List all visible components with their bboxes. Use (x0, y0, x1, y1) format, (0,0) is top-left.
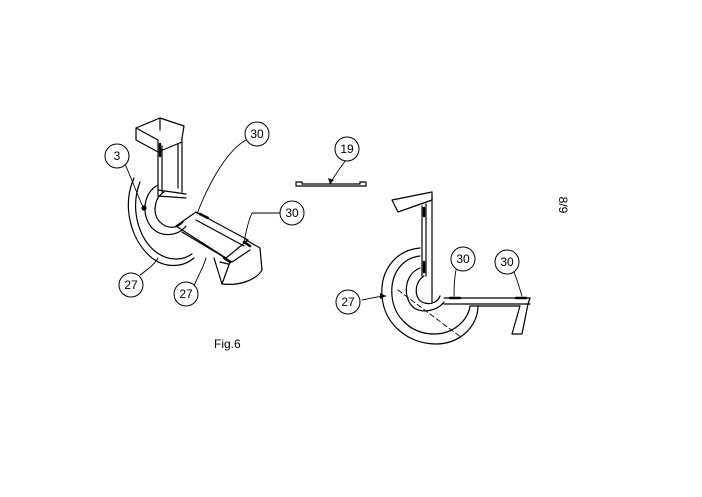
callout-3 (104, 143, 130, 169)
callout-30-right-a (450, 246, 476, 272)
callout-19 (334, 136, 360, 162)
middle-flat-part (295, 181, 367, 187)
callout-30-left-side (279, 200, 305, 226)
callout-label: 27 (341, 295, 355, 309)
callout-label: 30 (456, 252, 470, 266)
callout-label: 19 (340, 142, 354, 156)
callout-label: 30 (500, 255, 514, 269)
callout-30-right-b (494, 249, 520, 275)
callout-label: 30 (250, 127, 264, 141)
callout-27-left-a (118, 272, 144, 298)
page-number: 8/9 (556, 197, 570, 214)
left-leader-lines (124, 139, 281, 287)
callout-27-left-b (173, 281, 199, 307)
callout-label: 27 (179, 287, 193, 301)
left-isometric-view (127, 117, 263, 285)
callout-27-right (335, 289, 361, 315)
callout-label: 27 (124, 278, 138, 292)
right-section-view (381, 191, 531, 345)
figure-caption: Fig.6 (214, 337, 241, 351)
callout-label: 3 (114, 149, 121, 163)
leader-arrowheads (328, 178, 386, 299)
callout-label: 30 (285, 206, 299, 220)
callout-30-left-top (244, 121, 270, 147)
right-leader-lines (361, 269, 523, 301)
